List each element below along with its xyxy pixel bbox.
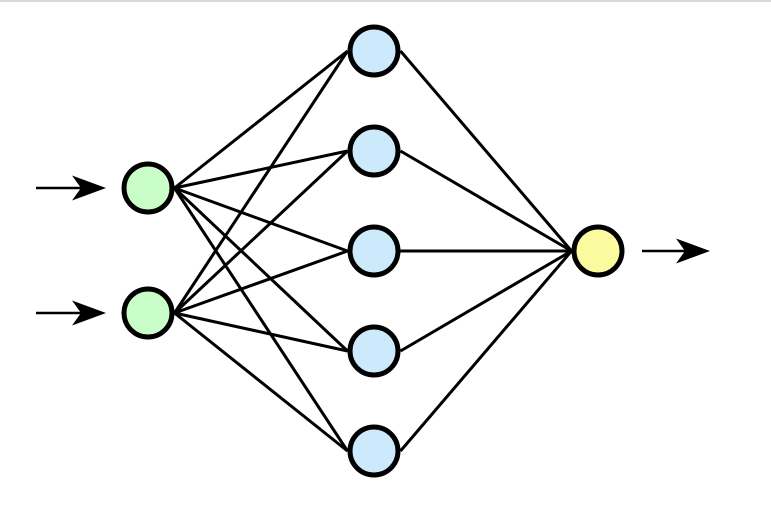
edge-hidden-2-output-1: [399, 149, 573, 253]
output-arrow: [642, 238, 710, 264]
hidden-1-node: [347, 24, 401, 78]
top-border-line: [0, 0, 771, 2]
input-arrow-1: [36, 175, 106, 201]
output-layer: [571, 224, 625, 278]
hidden-2-node: [347, 124, 401, 178]
edge-input-1-hidden-2: [174, 149, 348, 190]
input-2-node: [121, 286, 175, 340]
edge-input-1-hidden-4: [173, 186, 349, 353]
edge-hidden-5-output-1: [399, 250, 573, 452]
edge-input-2-hidden-3: [173, 249, 349, 315]
arrow-head: [72, 300, 106, 326]
edge-hidden-4-output-1: [399, 249, 573, 353]
hidden-4-node: [347, 324, 401, 378]
edge-input-2-hidden-2: [173, 149, 349, 315]
edge-input-2-hidden-5: [173, 311, 349, 453]
edge-hidden-1-output-1: [399, 50, 573, 252]
edge-input-1-hidden-5: [173, 187, 349, 452]
hidden-layer: [347, 24, 401, 478]
input-1-node: [121, 161, 175, 215]
edge-input-2-hidden-1: [173, 50, 349, 314]
input-layer: [121, 161, 175, 340]
edge-input-1-hidden-3: [173, 186, 349, 253]
arrow-head: [676, 238, 710, 264]
hidden-3-node: [347, 224, 401, 278]
arrow-head: [72, 175, 106, 201]
input-arrow-2: [36, 300, 106, 326]
edge-input-1-hidden-1: [173, 49, 349, 190]
hidden-5-node: [347, 424, 401, 478]
output-1-node: [571, 224, 625, 278]
edge-input-2-hidden-4: [174, 311, 348, 353]
